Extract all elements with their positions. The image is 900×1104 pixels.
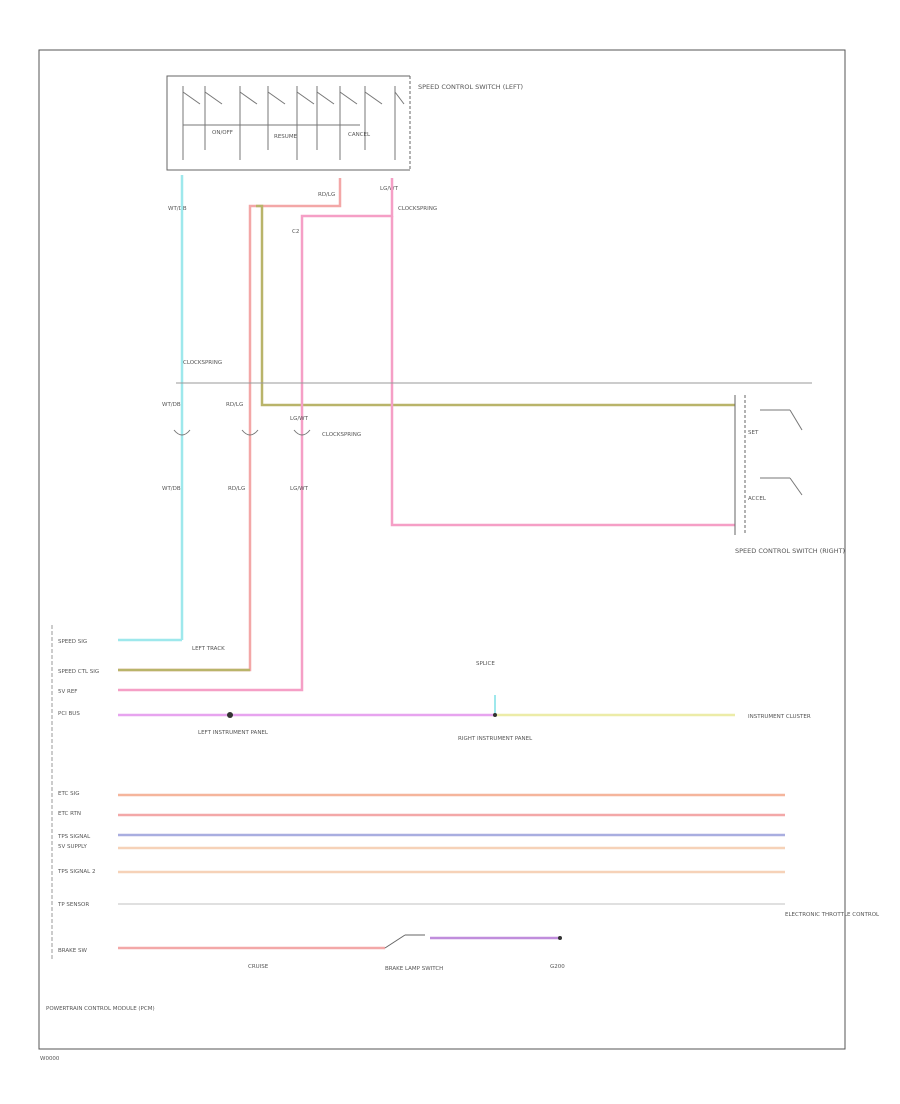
- diagram-frame: [38, 49, 846, 1050]
- svg-text:LG/WT: LG/WT: [290, 486, 309, 492]
- svg-text:CLOCKSPRING: CLOCKSPRING: [322, 432, 361, 438]
- pcm-pins: SPEED SIG SPEED CTL SIG 5V REF PCI BUS E…: [57, 639, 99, 954]
- clockspring-top-label: CLOCKSPRING: [398, 206, 437, 212]
- svg-text:WT/DB: WT/DB: [168, 206, 187, 212]
- svg-text:SPEED CTL SIG: SPEED CTL SIG: [58, 669, 99, 675]
- svg-text:SET: SET: [748, 430, 759, 436]
- speed-control-switch-top: ON/OFF RESUME CANCEL SPEED CONTROL SWITC…: [166, 75, 523, 171]
- wire-red: [118, 178, 342, 672]
- svg-text:TPS SIGNAL: TPS SIGNAL: [57, 834, 91, 840]
- speed-control-switch-right: SET ACCEL SPEED CONTROL SWITCH (RIGHT): [734, 395, 845, 555]
- svg-text:C2: C2: [292, 229, 299, 235]
- junction-right-label: INSTRUMENT CLUSTER: [748, 714, 811, 720]
- splice-left-label: LEFT TRACK: [192, 646, 225, 652]
- svg-text:PCI BUS: PCI BUS: [58, 711, 80, 717]
- junction-mid-label: RIGHT INSTRUMENT PANEL: [458, 736, 533, 742]
- svg-text:ETC RTN: ETC RTN: [58, 811, 81, 817]
- svg-text:WT/DB: WT/DB: [162, 486, 181, 492]
- svg-text:RD/LG: RD/LG: [228, 486, 245, 492]
- svg-text:SPEED SIG: SPEED SIG: [58, 639, 87, 645]
- mid-connectors: [173, 429, 311, 436]
- svg-text:RD/LG: RD/LG: [318, 192, 335, 198]
- splice-mid-label: SPLICE: [476, 661, 495, 667]
- speed-control-switch-right-label: SPEED CONTROL SWITCH (RIGHT): [735, 547, 845, 555]
- svg-text:5V SUPPLY: 5V SUPPLY: [58, 844, 87, 850]
- brake-switch-label: BRAKE LAMP SWITCH: [385, 966, 443, 972]
- transmission-label: ELECTRONIC THROTTLE CONTROL: [785, 912, 880, 918]
- svg-text:TPS SIGNAL 2: TPS SIGNAL 2: [57, 869, 95, 875]
- figure-code: W0000: [40, 1056, 60, 1062]
- ground-label: G200: [550, 964, 565, 970]
- svg-text:ETC SIG: ETC SIG: [58, 791, 79, 797]
- svg-text:WT/DB: WT/DB: [162, 402, 181, 408]
- svg-text:BRAKE SW: BRAKE SW: [58, 948, 87, 954]
- svg-text:5V REF: 5V REF: [58, 689, 77, 695]
- clockspring-mid-label: CLOCKSPRING: [183, 360, 222, 366]
- svg-text:RD/LG: RD/LG: [226, 402, 243, 408]
- wire-olive: [256, 204, 735, 407]
- cruise-ctrl-label: CRUISE: [248, 964, 269, 970]
- wire-pink-right: [390, 216, 735, 527]
- pcm-label: POWERTRAIN CONTROL MODULE (PCM): [46, 1006, 155, 1012]
- svg-text:TP SENSOR: TP SENSOR: [57, 902, 89, 908]
- junction-left-label: LEFT INSTRUMENT PANEL: [198, 730, 269, 736]
- svg-text:LG/WT: LG/WT: [380, 186, 399, 192]
- speed-control-switch-label: SPEED CONTROL SWITCH (LEFT): [418, 83, 523, 91]
- svg-text:ON/OFF: ON/OFF: [212, 130, 233, 136]
- svg-text:RESUME: RESUME: [274, 134, 298, 140]
- svg-text:LG/WT: LG/WT: [290, 416, 309, 422]
- svg-text:ACCEL: ACCEL: [748, 496, 767, 502]
- svg-text:CANCEL: CANCEL: [348, 132, 371, 138]
- wire-pink: [118, 178, 394, 692]
